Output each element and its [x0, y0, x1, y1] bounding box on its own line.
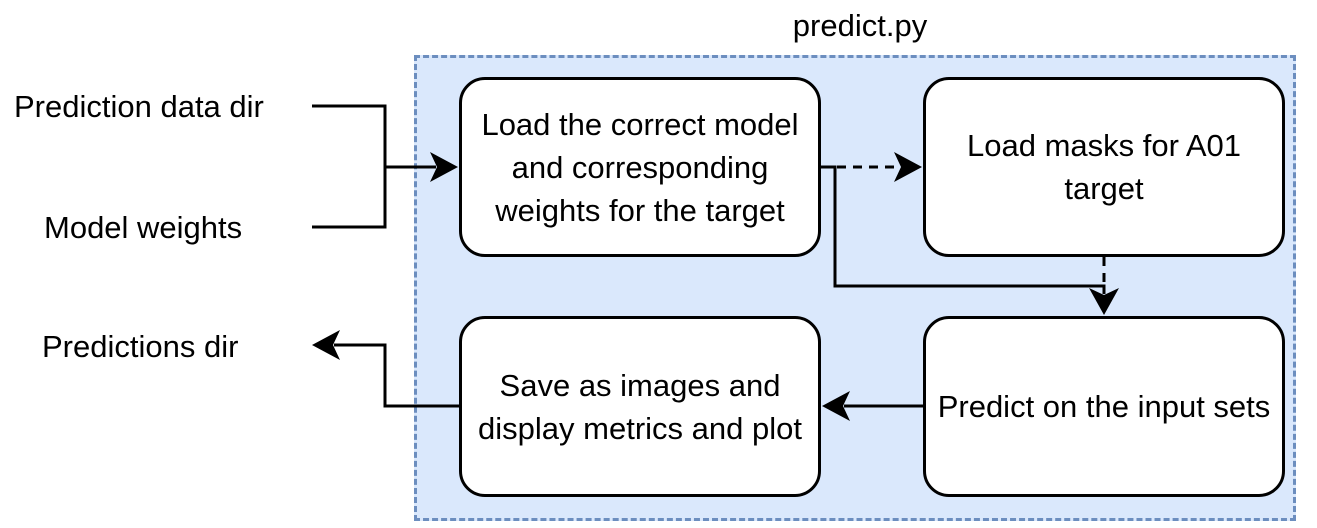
- arrowhead-load-masks: [894, 152, 922, 182]
- arrowhead-predict: [1089, 288, 1119, 315]
- arrowhead-save: [822, 391, 850, 421]
- connector-save-to-output: [334, 343, 459, 408]
- container-title: predict.py: [792, 8, 928, 43]
- step-save: Save as images and display metrics and p…: [459, 316, 821, 497]
- step-load-masks: Load masks for A01 target: [923, 77, 1285, 257]
- output-predictions-dir: Predictions dir: [42, 329, 239, 364]
- step-load-model-label: Load the correct model and corresponding…: [481, 106, 799, 228]
- input-prediction-data-dir: Prediction data dir: [14, 89, 264, 124]
- connector-prediction-data-dir: [312, 104, 387, 167]
- step-load-model: Load the correct model and corresponding…: [459, 77, 821, 257]
- step-predict: Predict on the input sets: [923, 316, 1285, 497]
- step-save-label: Save as images and display metrics and p…: [478, 367, 802, 446]
- connector-model-weights: [312, 167, 387, 229]
- arrowhead-load-model: [430, 152, 458, 182]
- step-load-masks-label: Load masks for A01 target: [967, 128, 1241, 206]
- arrowhead-output: [312, 330, 340, 360]
- step-predict-label: Predict on the input sets: [937, 389, 1271, 424]
- input-model-weights: Model weights: [44, 210, 243, 245]
- connector-load-model-to-predict: [821, 165, 1106, 294]
